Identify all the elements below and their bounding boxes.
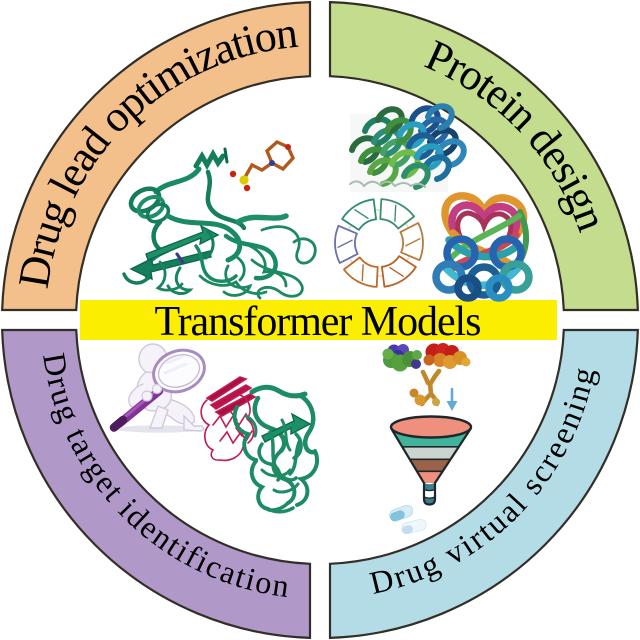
svg-text:Transformer Models: Transformer Models (155, 299, 482, 345)
